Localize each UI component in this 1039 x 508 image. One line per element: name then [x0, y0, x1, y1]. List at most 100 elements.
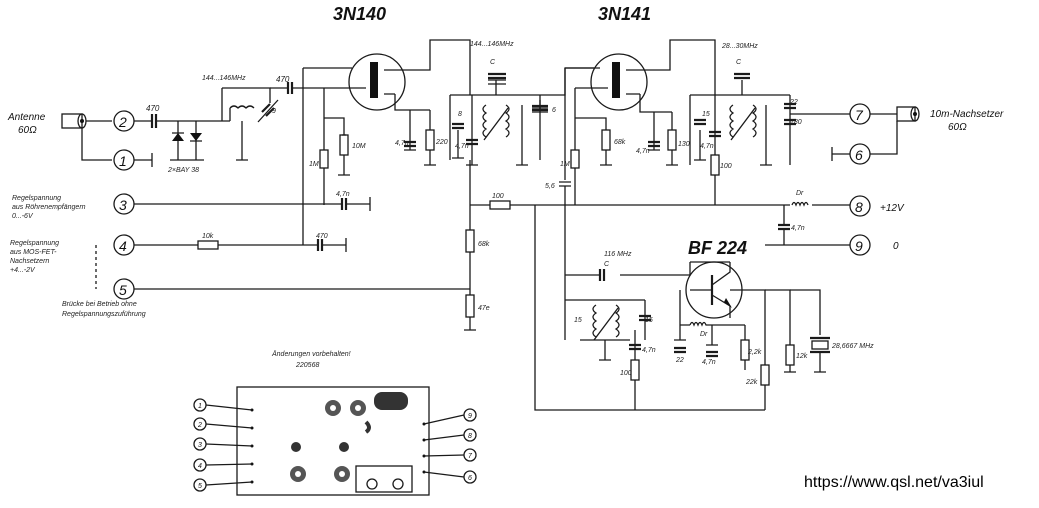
svg-text:1M: 1M	[309, 161, 319, 168]
svg-text:8: 8	[855, 199, 863, 215]
antenna-label: Antenne	[7, 112, 46, 123]
svg-text:5: 5	[119, 282, 127, 298]
svg-text:12k: 12k	[796, 353, 808, 360]
svg-text:2: 2	[197, 422, 202, 429]
svg-text:47e: 47e	[478, 305, 490, 312]
connector-7: 7	[849, 103, 871, 125]
svg-text:1: 1	[198, 403, 202, 410]
board-pin-labels: 1 2 3 4 5 9 8 7 6	[193, 398, 477, 492]
output-connector-icon	[896, 106, 920, 122]
svg-text:28...30MHz: 28...30MHz	[721, 43, 758, 50]
svg-text:15: 15	[645, 317, 653, 324]
svg-text:C: C	[490, 59, 496, 66]
svg-text:100: 100	[620, 370, 632, 377]
svg-text:10k: 10k	[202, 233, 214, 240]
c470a-label: 470	[146, 104, 160, 113]
board-layout	[236, 386, 430, 496]
connector-6: 6	[849, 143, 871, 165]
source-url: https://www.qsl.net/va3iul	[804, 474, 984, 491]
connector-8: 8	[849, 195, 871, 217]
svg-text:1: 1	[119, 153, 127, 169]
svg-text:2,2k: 2,2k	[747, 349, 762, 356]
svg-text:3: 3	[119, 197, 127, 213]
connector-2: 2	[113, 110, 135, 132]
svg-text:Regelspannungszuführung: Regelspannungszuführung	[62, 311, 146, 318]
tube-title-left: 3N140	[333, 4, 386, 24]
crystal-icon	[810, 336, 830, 354]
svg-text:220: 220	[435, 139, 448, 146]
svg-text:15: 15	[702, 111, 710, 118]
connector-5: 5	[113, 278, 135, 300]
connector-3: 3	[113, 193, 135, 215]
svg-text:15: 15	[574, 317, 582, 324]
svg-text:68k: 68k	[614, 139, 626, 146]
svg-text:22: 22	[675, 357, 684, 364]
svg-text:+4...-2V: +4...-2V	[10, 267, 36, 274]
antenna-connector-icon	[61, 113, 87, 129]
svg-text:6: 6	[855, 147, 863, 163]
trimmer-cap-icon	[257, 99, 279, 123]
svg-text:Änderungen vorbehalten!: Änderungen vorbehalten!	[271, 350, 351, 358]
freq-in-label: 144...146MHz	[202, 75, 246, 82]
svg-text:7: 7	[855, 107, 864, 123]
svg-text:4,7n: 4,7n	[700, 143, 714, 150]
svg-text:4,7n: 4,7n	[395, 140, 409, 147]
connector-4: 4	[113, 234, 135, 256]
svg-text:Dr: Dr	[796, 190, 804, 197]
svg-text:6: 6	[552, 107, 556, 114]
svg-text:22k: 22k	[745, 379, 758, 386]
svg-text:5,6: 5,6	[545, 183, 555, 190]
transistor-title: BF 224	[688, 238, 747, 258]
svg-text:9: 9	[272, 108, 276, 115]
svg-text:4,7n: 4,7n	[791, 225, 805, 232]
svg-text:4,7n: 4,7n	[636, 148, 650, 155]
svg-text:4,7n: 4,7n	[642, 347, 656, 354]
svg-text:28,6667 MHz: 28,6667 MHz	[831, 343, 874, 350]
svg-text:5: 5	[198, 483, 202, 490]
svg-text:470: 470	[316, 233, 328, 240]
svg-text:+12V: +12V	[880, 203, 905, 214]
connector-9: 9	[849, 234, 871, 256]
svg-text:4,7n: 4,7n	[702, 359, 716, 366]
bandfilter-2: 15 4,7n 100 C 22 180	[689, 59, 802, 205]
tube-3n141-icon	[590, 53, 648, 111]
svg-text:4,7n: 4,7n	[455, 143, 469, 150]
svg-text:6: 6	[468, 475, 472, 482]
svg-text:180: 180	[790, 119, 802, 126]
svg-text:470: 470	[276, 75, 290, 84]
svg-text:9: 9	[468, 413, 472, 420]
svg-text:Dr: Dr	[700, 331, 708, 338]
svg-text:4,7n: 4,7n	[336, 191, 350, 198]
svg-text:3: 3	[198, 442, 202, 449]
svg-text:aus MOS-FET-: aus MOS-FET-	[10, 249, 57, 256]
svg-text:8: 8	[468, 433, 472, 440]
oscillator-filter: C 15 15 4,7n 100	[564, 261, 691, 410]
tube-3n140-icon	[348, 53, 406, 111]
svg-text:144...146MHz: 144...146MHz	[470, 41, 514, 48]
svg-text:22: 22	[789, 99, 798, 106]
svg-text:aus Röhrenempfängern: aus Röhrenempfängern	[12, 204, 86, 211]
svg-text:4: 4	[198, 463, 202, 470]
svg-text:2: 2	[118, 114, 127, 130]
svg-text:4: 4	[119, 238, 127, 254]
svg-text:Regelspannung: Regelspannung	[12, 195, 61, 202]
svg-text:100: 100	[720, 163, 732, 170]
antenna-impedance: 60Ω	[18, 125, 37, 136]
svg-text:Brücke bei Betrieb ohne: Brücke bei Betrieb ohne	[62, 301, 137, 308]
svg-text:8: 8	[458, 111, 462, 118]
svg-text:68k: 68k	[478, 241, 490, 248]
bandfilter-1: 8 4,7n C 6	[449, 59, 556, 166]
svg-text:130: 130	[678, 141, 690, 148]
url-box	[792, 447, 1039, 508]
svg-text:7: 7	[468, 453, 473, 460]
svg-text:0: 0	[893, 241, 899, 252]
svg-text:C: C	[736, 59, 742, 66]
tube-title-right: 3N141	[598, 4, 651, 24]
bay-label: 2×BAY 38	[167, 167, 199, 174]
svg-text:9: 9	[855, 238, 863, 254]
svg-text:220568: 220568	[295, 362, 319, 369]
svg-text:116 MHz: 116 MHz	[604, 251, 632, 258]
diode-pair-icon	[170, 121, 204, 161]
connector-1: 1	[113, 149, 135, 171]
